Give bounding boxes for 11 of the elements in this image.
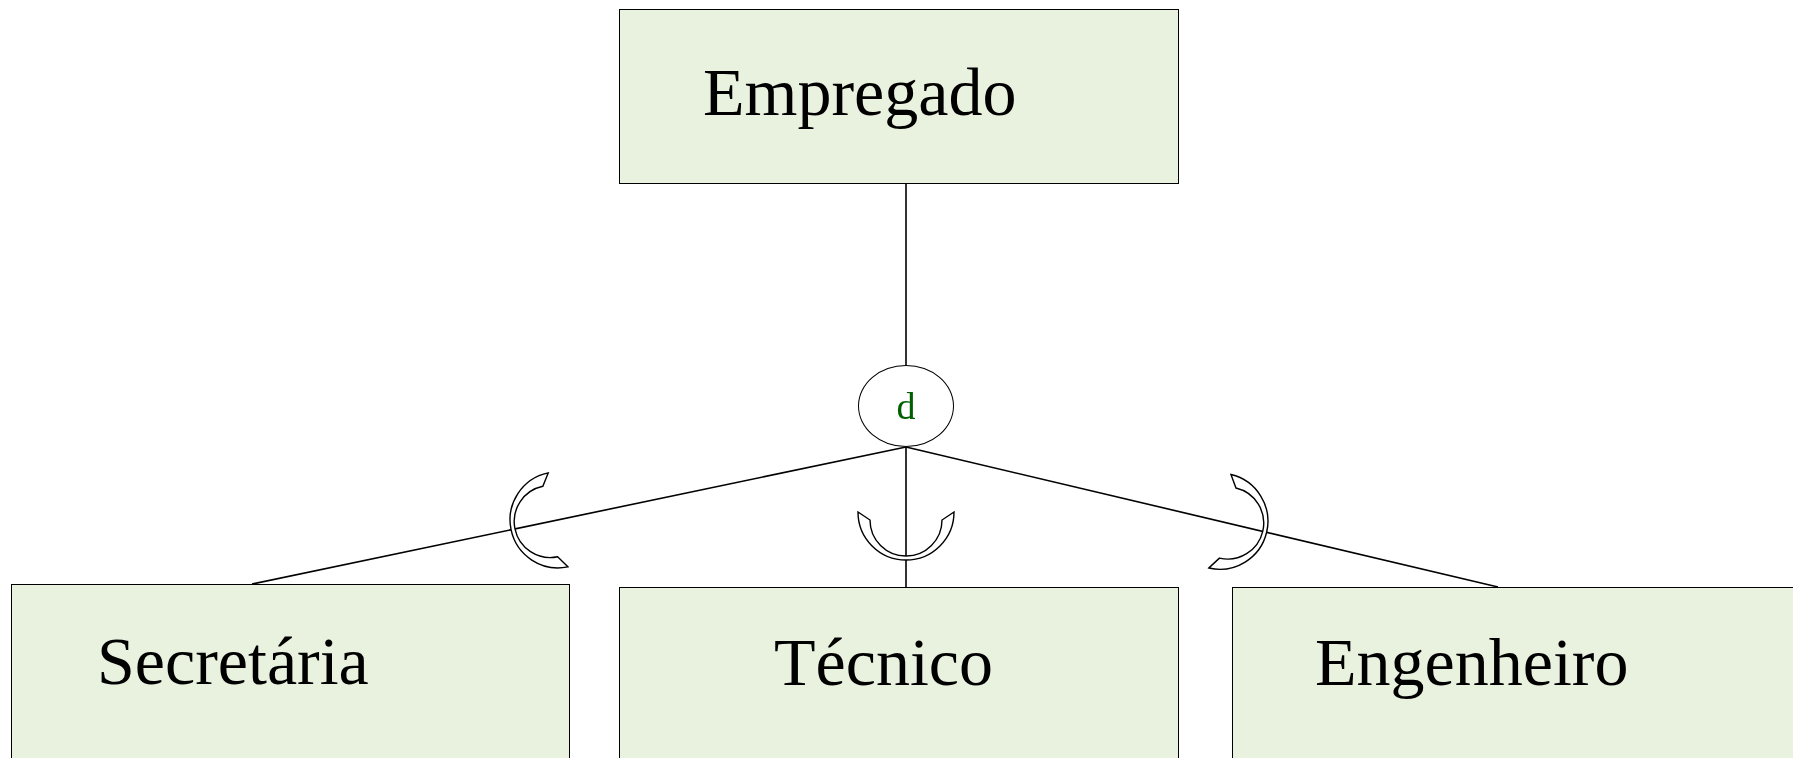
- disjoint-label: d: [896, 387, 916, 425]
- subset-connector: [857, 446, 955, 588]
- entity-box: [619, 9, 1179, 184]
- entity-box: [1232, 587, 1793, 758]
- connector-line: [905, 183, 907, 366]
- subset-connector: [905, 446, 1499, 588]
- entity-name: Secretária: [97, 627, 369, 695]
- subset-connector: [251, 446, 907, 585]
- entity-box: [11, 584, 570, 758]
- entity-name: Técnico: [774, 628, 993, 696]
- entity-box: [619, 587, 1179, 758]
